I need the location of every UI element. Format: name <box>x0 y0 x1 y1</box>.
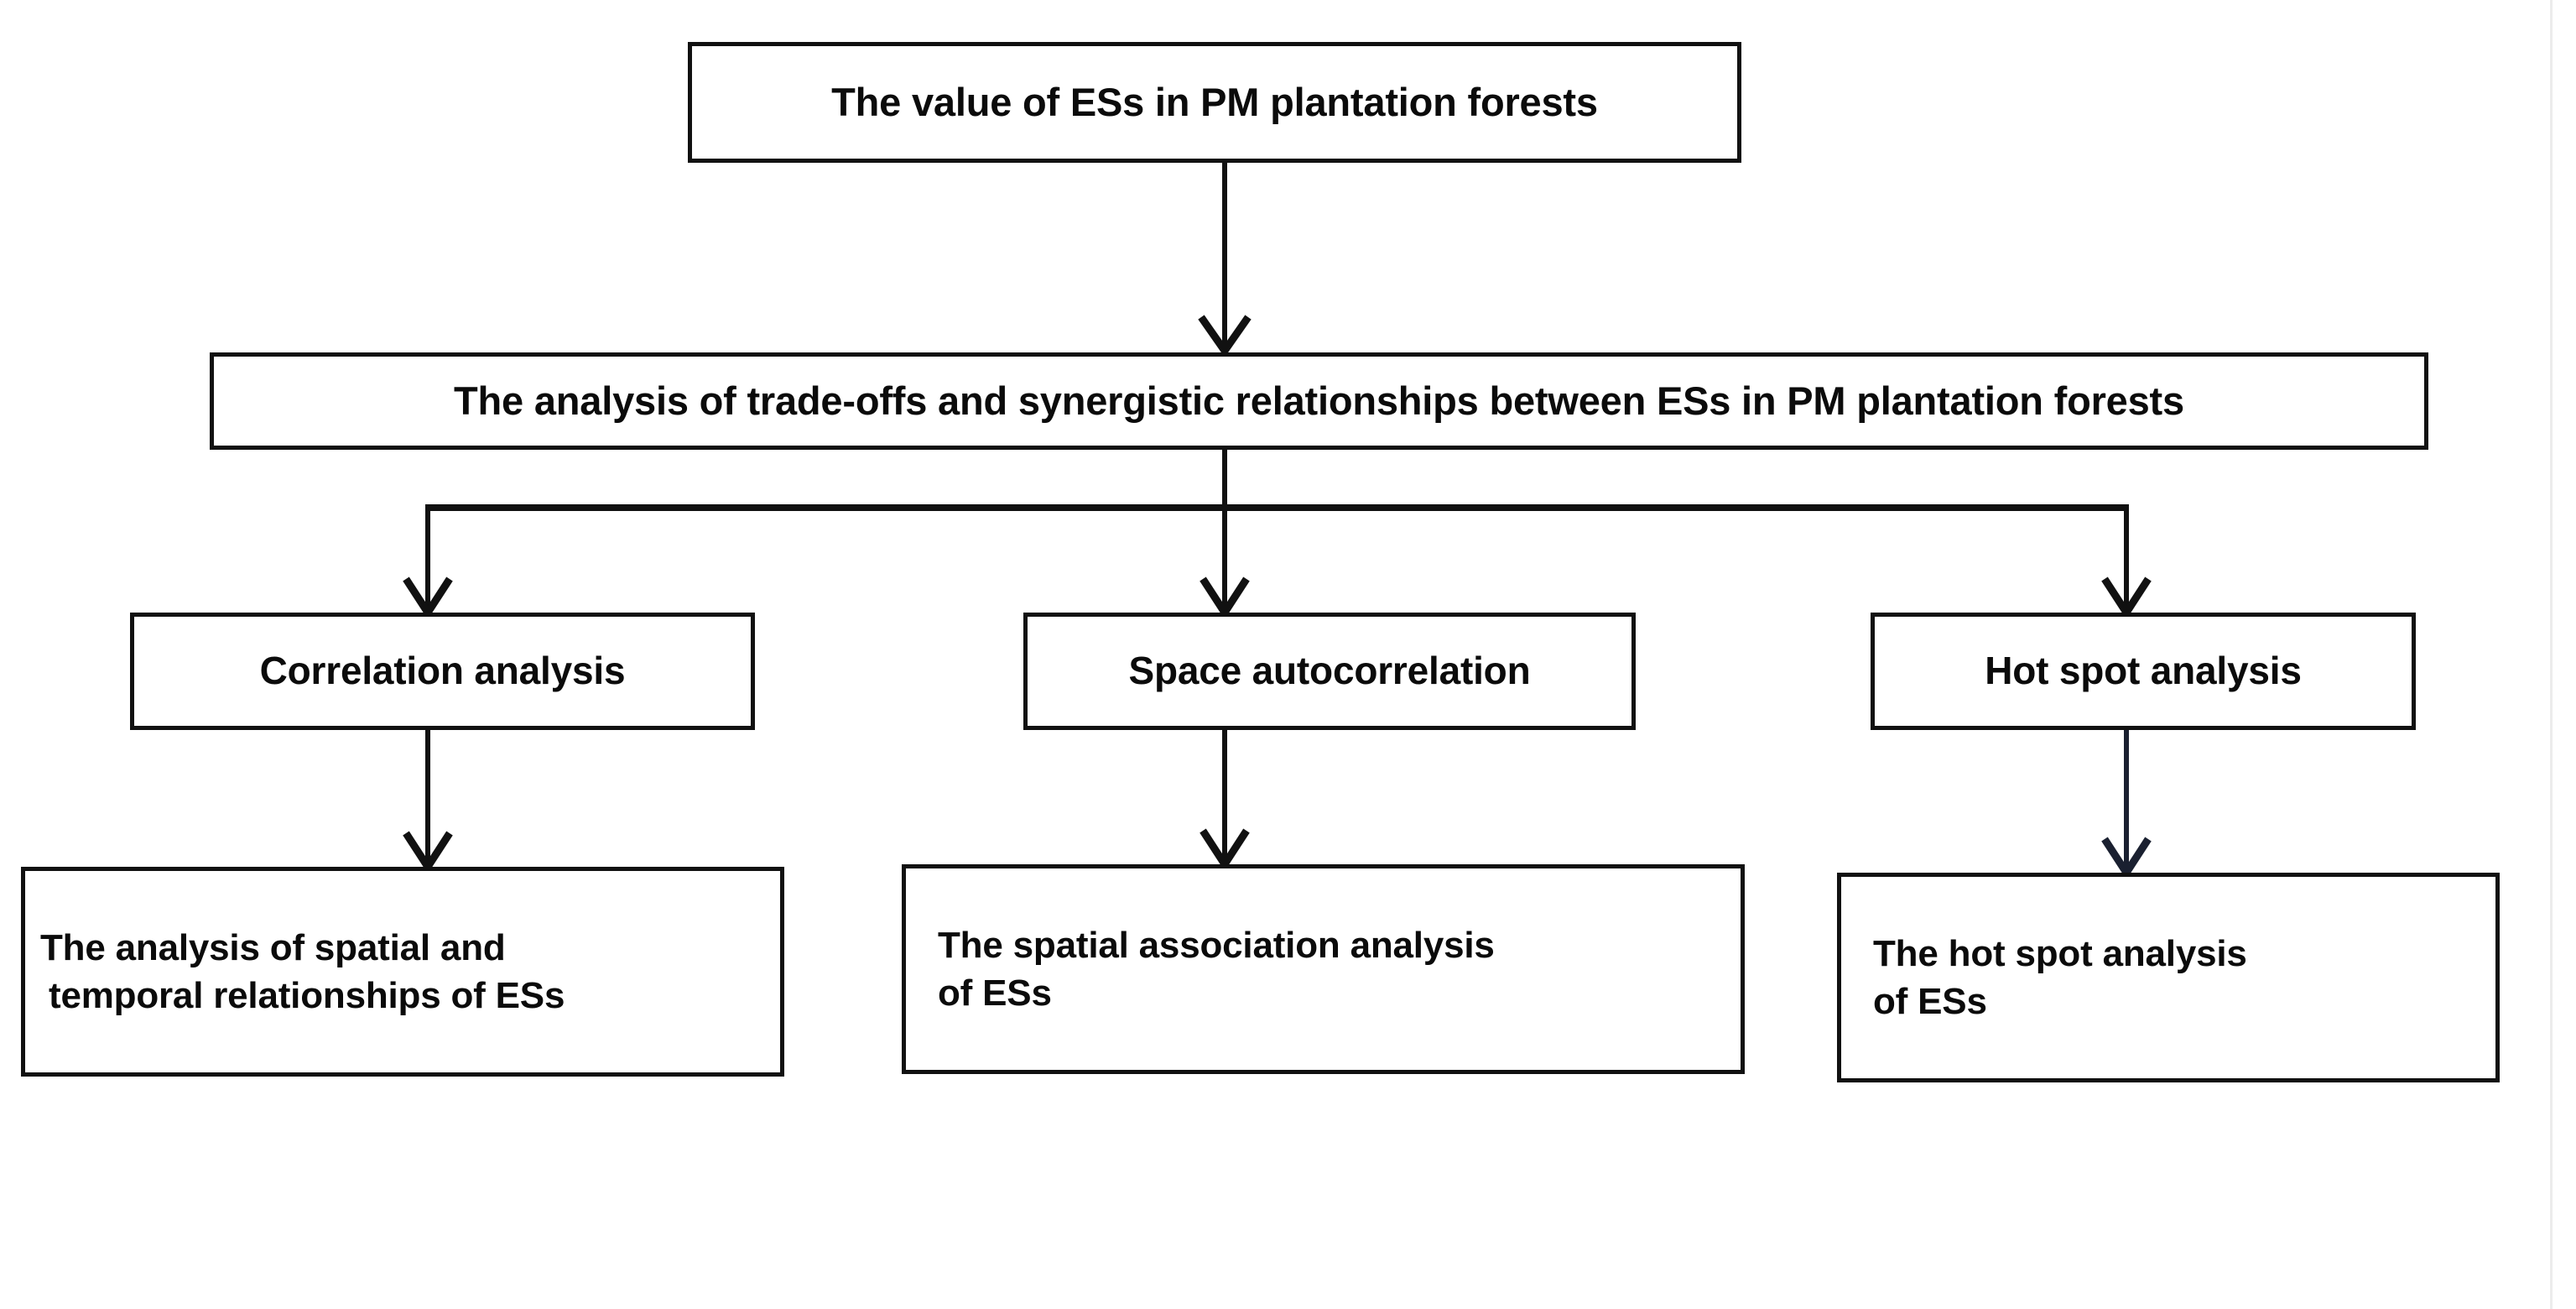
node-correlation-analysis[interactable]: Correlation analysis <box>130 613 755 730</box>
connector-hotspot-to-hotspot-es <box>2101 730 2152 880</box>
node-hot-spot-analysis-label: Hot spot analysis <box>1985 649 2302 693</box>
node-hot-spot-analysis-of-ess[interactable]: The hot spot analysis of ESs <box>1837 873 2500 1082</box>
node-spatial-association-analysis-label: The spatial association analysis of ESs <box>906 921 1741 1017</box>
node-spatial-association-analysis[interactable]: The spatial association analysis of ESs <box>902 864 1745 1074</box>
node-space-autocorrelation-label: Space autocorrelation <box>1128 649 1531 693</box>
node-spatial-temporal-line1: The analysis of spatial and <box>40 926 506 968</box>
connector-analysis-branch-bus <box>425 450 2129 511</box>
node-hot-spot-es-line2: of ESs <box>1873 981 1987 1022</box>
connector-space-autocorrelation-to-spatial-association <box>1200 730 1250 872</box>
node-correlation-analysis-label: Correlation analysis <box>259 649 626 693</box>
page-edge-artifact <box>2550 0 2553 1309</box>
connector-bus-to-hotspot <box>2101 508 2152 620</box>
node-tradeoffs-analysis[interactable]: The analysis of trade-offs and synergist… <box>210 352 2428 450</box>
node-spatial-temporal-relationships[interactable]: The analysis of spatial and temporal rel… <box>21 867 784 1077</box>
node-hot-spot-es-line1: The hot spot analysis <box>1873 932 2247 974</box>
node-spatial-temporal-relationships-label: The analysis of spatial and temporal rel… <box>25 924 780 1020</box>
connector-bus-to-space-autocorrelation <box>1200 508 1250 620</box>
connector-root-to-analysis <box>1198 162 1252 357</box>
node-value-of-ess[interactable]: The value of ESs in PM plantation forest… <box>688 42 1741 163</box>
node-spatial-temporal-line2: temporal relationships of ESs <box>49 975 565 1016</box>
node-space-autocorrelation[interactable]: Space autocorrelation <box>1023 613 1636 730</box>
connector-bus-to-correlation <box>403 508 453 620</box>
node-spatial-association-line2: of ESs <box>938 973 1052 1014</box>
node-value-of-ess-label: The value of ESs in PM plantation forest… <box>831 80 1598 125</box>
node-hot-spot-analysis-of-ess-label: The hot spot analysis of ESs <box>1841 930 2495 1025</box>
node-spatial-association-line1: The spatial association analysis <box>938 924 1495 966</box>
node-tradeoffs-analysis-label: The analysis of trade-offs and synergist… <box>454 378 2184 424</box>
connector-correlation-to-spatial-temporal <box>403 730 453 874</box>
node-hot-spot-analysis[interactable]: Hot spot analysis <box>1871 613 2416 730</box>
